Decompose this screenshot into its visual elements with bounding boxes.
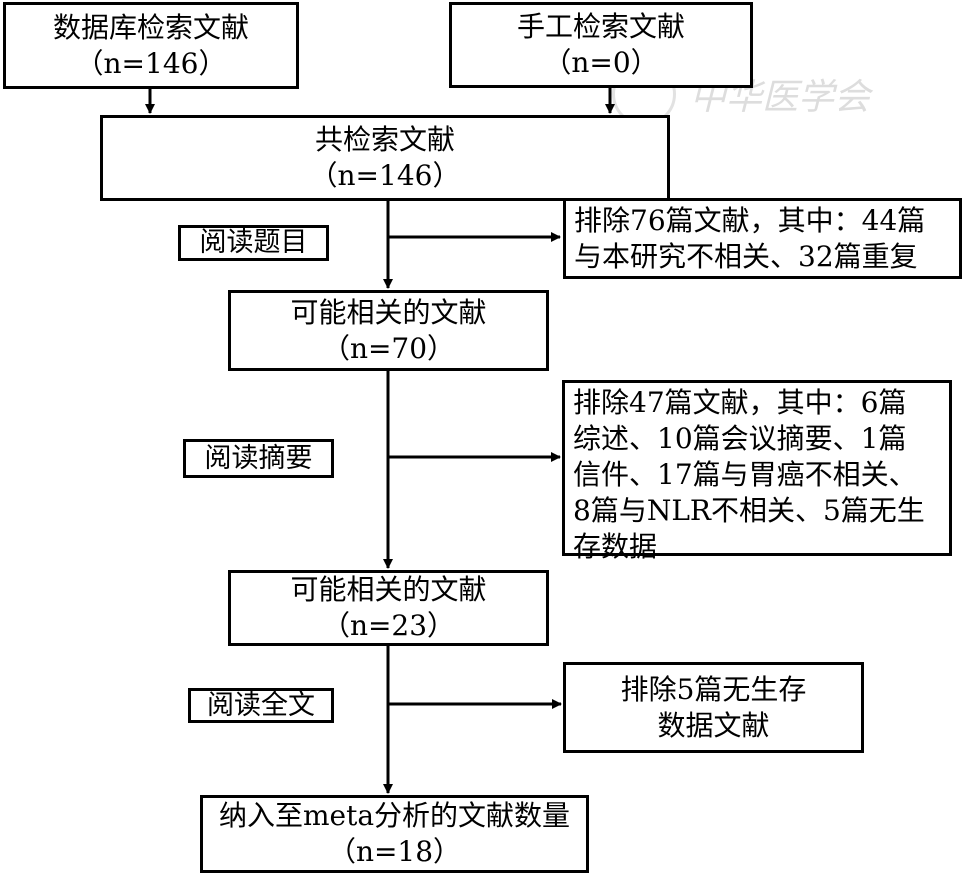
box-title: 数据库检索文献: [52, 10, 249, 44]
exclusion-line: 排除76篇文献，其中：44篇: [574, 204, 926, 237]
step-label: 阅读题目: [199, 227, 308, 258]
exclusion-line: 存数据: [573, 530, 658, 563]
step-read-titles: 阅读题目: [178, 225, 329, 261]
manual-search-box: 手工检索文献（n=0）: [449, 2, 753, 88]
box-count: （n=18）: [327, 835, 462, 868]
exclusion-line: 与本研究不相关、32篇重复: [574, 240, 918, 273]
database-search-box: 数据库检索文献（n=146）: [3, 2, 299, 89]
exclusion-line: 信件、17篇与胃癌不相关、: [573, 458, 917, 491]
exclusion-line: 排除5篇无生存: [620, 672, 807, 706]
box-title: 可能相关的文献: [290, 573, 487, 606]
box-title: 共检索文献: [314, 123, 455, 156]
box-count: （n=0）: [543, 46, 659, 79]
box-count: （n=23）: [321, 609, 456, 642]
possible-relevant-box-1: 可能相关的文献（n=70）: [228, 290, 549, 371]
box-title: 手工检索文献: [516, 10, 685, 43]
box-count: （n=146）: [75, 46, 227, 80]
exclusion-box-3: 排除5篇无生存数据文献: [563, 662, 864, 753]
exclusion-box-1: 排除76篇文献，其中：44篇与本研究不相关、32篇重复: [563, 198, 962, 279]
exclusion-line: 排除47篇文献，其中：6篇: [573, 386, 907, 419]
included-studies-box: 纳入至meta分析的文献数量（n=18）: [200, 795, 589, 873]
total-search-box: 共检索文献（n=146）: [100, 115, 670, 201]
box-count: （n=146）: [309, 159, 461, 192]
box-title: 可能相关的文献: [290, 295, 487, 329]
box-title: 纳入至meta分析的文献数量: [218, 799, 571, 832]
exclusion-box-2: 排除47篇文献，其中：6篇综述、10篇会议摘要、1篇信件、17篇与胃癌不相关、8…: [562, 380, 952, 563]
exclusion-line: 8篇与NLR不相关、5篇无生: [573, 494, 925, 527]
box-count: （n=70）: [321, 331, 456, 365]
step-label: 阅读全文: [207, 689, 315, 721]
possible-relevant-box-2: 可能相关的文献（n=23）: [228, 570, 549, 646]
exclusion-line: 综述、10篇会议摘要、1篇: [573, 422, 907, 455]
step-read-abstracts: 阅读摘要: [183, 439, 334, 478]
exclusion-line: 数据文献: [657, 708, 770, 742]
step-read-fulltext: 阅读全文: [188, 688, 334, 723]
step-label: 阅读摘要: [204, 442, 313, 474]
